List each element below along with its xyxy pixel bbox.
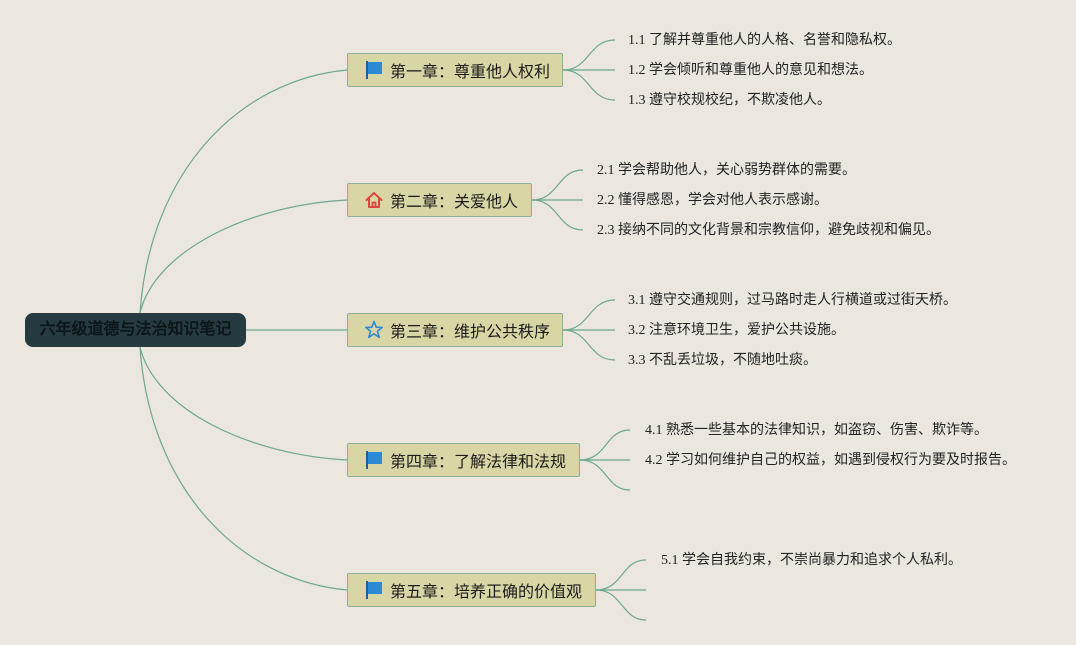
chapter-topic-2[interactable]: 第二章：关爱他人 — [347, 183, 532, 217]
connector-chapter-4-item-1 — [579, 429, 631, 461]
subtopic-3-1[interactable]: 3.1 遵守交通规则，过马路时走人行横道或过街天桥。 — [628, 293, 957, 308]
connector-chapter-5-branch-3 — [595, 589, 647, 621]
chapter-topic-3[interactable]: 第三章：维护公共秩序 — [347, 313, 563, 347]
connector-root-chapter-2 — [139, 199, 348, 314]
connector-root-chapter-5 — [139, 346, 348, 591]
chapter-title: 第一章：尊重他人权利 — [390, 64, 551, 81]
subtopic-1-1[interactable]: 1.1 了解并尊重他人的人格、名誉和隐私权。 — [628, 33, 901, 48]
flag-icon — [364, 450, 384, 470]
flag-icon — [364, 60, 384, 80]
connector-chapter-2-item-3 — [531, 199, 584, 231]
connector-chapter-4-branch-3 — [579, 459, 631, 491]
connector-chapter-2-item-1 — [531, 169, 584, 201]
subtopic-5-1[interactable]: 5.1 学会自我约束，不崇尚暴力和追求个人私利。 — [661, 553, 962, 568]
subtopic-3-2[interactable]: 3.2 注意环境卫生，爱护公共设施。 — [628, 323, 845, 338]
chapter-topic-4[interactable]: 第四章：了解法律和法规 — [347, 443, 580, 477]
flag-icon — [364, 580, 384, 600]
chapter-title: 第三章：维护公共秩序 — [390, 324, 551, 341]
subtopic-4-2[interactable]: 4.2 学习如何维护自己的权益，如遇到侵权行为要及时报告。 — [645, 453, 1016, 468]
subtopic-1-3[interactable]: 1.3 遵守校规校纪，不欺凌他人。 — [628, 93, 831, 108]
connector-chapter-5-item-1 — [595, 559, 647, 591]
subtopic-2-3[interactable]: 2.3 接纳不同的文化背景和宗教信仰，避免歧视和偏见。 — [597, 223, 940, 238]
subtopic-2-2[interactable]: 2.2 懂得感恩，学会对他人表示感谢。 — [597, 193, 828, 208]
connector-root-chapter-4 — [139, 346, 348, 461]
house-icon — [364, 190, 384, 210]
chapter-title: 第二章：关爱他人 — [390, 194, 519, 211]
star-icon — [364, 320, 384, 340]
connector-chapter-3-item-1 — [562, 299, 616, 331]
connector-chapter-1-item-3 — [562, 69, 616, 101]
chapter-title: 第四章：了解法律和法规 — [390, 454, 567, 471]
connector-root-chapter-1 — [139, 69, 348, 314]
subtopic-2-1[interactable]: 2.1 学会帮助他人，关心弱势群体的需要。 — [597, 163, 856, 178]
connector-chapter-1-item-1 — [562, 39, 616, 71]
subtopic-4-1[interactable]: 4.1 熟悉一些基本的法律知识，如盗窃、伤害、欺诈等。 — [645, 423, 988, 438]
subtopic-3-3[interactable]: 3.3 不乱丢垃圾，不随地吐痰。 — [628, 353, 817, 368]
connector-chapter-3-item-3 — [562, 329, 616, 361]
subtopic-1-2[interactable]: 1.2 学会倾听和尊重他人的意见和想法。 — [628, 63, 873, 78]
chapter-title: 第五章：培养正确的价值观 — [390, 584, 583, 601]
chapter-topic-1[interactable]: 第一章：尊重他人权利 — [347, 53, 563, 87]
chapter-topic-5[interactable]: 第五章：培养正确的价值观 — [347, 573, 596, 607]
root-topic[interactable]: 六年级道德与法治知识笔记 — [25, 313, 246, 347]
